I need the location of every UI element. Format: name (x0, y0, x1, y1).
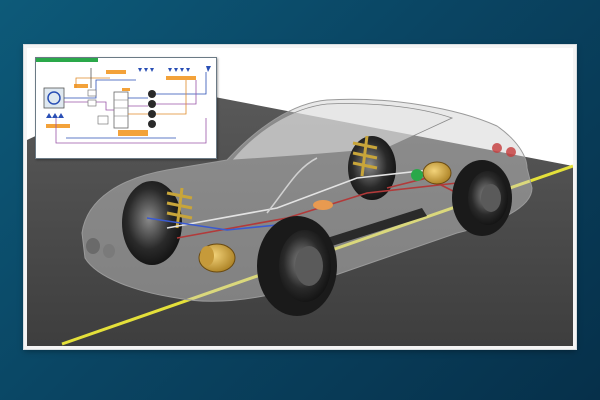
rocker-panel (327, 208, 427, 246)
rear-near-wheel (452, 160, 512, 236)
component-boxes (87, 89, 109, 125)
front-light-left (86, 238, 100, 254)
wiring-schematic (43, 66, 211, 144)
front-suspension (166, 187, 193, 229)
rear-light-2 (506, 147, 516, 157)
front-far-wheel (122, 181, 182, 265)
rear-hub-motor (411, 161, 452, 185)
front-light-right (103, 244, 115, 258)
front-hub-motor (198, 243, 236, 273)
schematic-wires (55, 68, 207, 144)
slide-frame (24, 45, 576, 349)
rear-suspension (352, 135, 378, 177)
front-near-wheel (257, 216, 337, 316)
connector-icon (113, 91, 129, 129)
motor-icon (43, 87, 65, 109)
inset-accent-bar (36, 58, 98, 62)
windshield (231, 103, 454, 161)
wiring-diagram-inset (35, 57, 217, 159)
wheel-stack-icon (148, 90, 156, 128)
car-3d-scene (27, 48, 573, 346)
triangle-arrow-icon (46, 66, 211, 118)
orange-blocks (46, 70, 196, 136)
car-body-shell (81, 98, 533, 302)
battery-pack (313, 200, 333, 210)
rear-light-1 (492, 143, 502, 153)
